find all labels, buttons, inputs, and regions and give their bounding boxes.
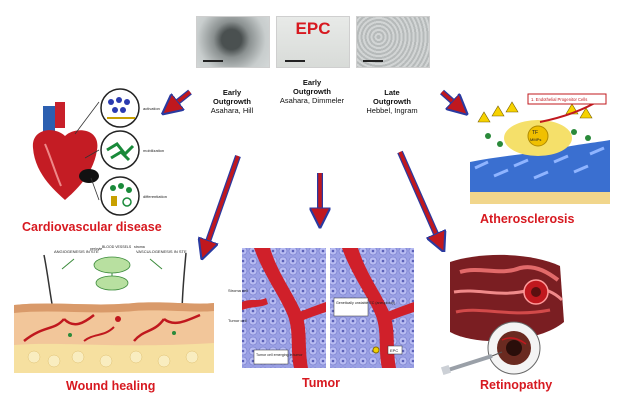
tumor-stroma-label: Stroma cell: [228, 288, 248, 293]
tumor-cell-label: Tumor cell: [228, 318, 247, 323]
arrow-to-athero: [440, 89, 460, 108]
wound-healing-illustration: ANGIOGENESIS IN STE VASCULOGENESIS IN ST…: [14, 245, 214, 373]
epc-title: EPC: [295, 19, 331, 38]
athero-box-label: 1. Endothelial Progenitor Cells: [531, 97, 587, 102]
tumor-illustration: Genetically unstable EC (aneuploidy) EPC…: [228, 248, 414, 368]
tumor-emerging-label: Tumor cell emerging in tumor: [256, 353, 303, 357]
label-wound-healing: Wound healing: [66, 379, 156, 393]
wound-angiogenesis-label: ANGIOGENESIS IN STE: [54, 249, 99, 254]
athero-tf-label: TF: [532, 130, 538, 136]
athero-mmps-label: MMPs: [530, 137, 541, 142]
micrograph-early-outgrowth-1: [196, 16, 270, 68]
wound-vessels-label: BLOOD VESSELS: [102, 245, 132, 249]
arrow-to-wound: [205, 155, 241, 250]
scale-bar: [285, 60, 305, 62]
tumor-epc-label: EPC: [390, 348, 398, 353]
label-retinopathy: Retinopathy: [480, 378, 553, 392]
cardio-activation-label: activation: [143, 106, 160, 111]
arrow-to-retinopathy: [397, 150, 440, 243]
cardio-mobilization-label: mobilization: [143, 148, 164, 153]
micrograph-late-outgrowth: [356, 16, 430, 68]
arrow-to-cardio: [170, 89, 192, 108]
scale-bar: [203, 60, 223, 62]
tumor-genetic-label: Genetically unstable EC (aneuploidy): [336, 301, 395, 305]
scale-bar: [363, 60, 383, 62]
retinopathy-illustration: [440, 252, 570, 376]
cardio-illustration: activation mobilization differentiation: [32, 88, 167, 216]
label-tumor: Tumor: [302, 376, 340, 390]
wound-stroma-label: stroma: [134, 245, 145, 249]
heart-icon: [32, 102, 99, 200]
label-cardiovascular-disease: Cardiovascular disease: [22, 220, 162, 234]
atherosclerosis-illustration: TF MMPs 1. Endothelial Progenitor Cells: [470, 92, 610, 212]
cardio-differentiation-label: differentiation: [143, 194, 167, 199]
micrograph-early-outgrowth-2: EPC: [276, 16, 350, 68]
wound-pericyte-label: pericyte: [90, 247, 102, 251]
label-atherosclerosis: Atherosclerosis: [480, 212, 575, 226]
wound-vasculogenesis-label: VASCULOGENESIS IN STE: [136, 249, 187, 254]
